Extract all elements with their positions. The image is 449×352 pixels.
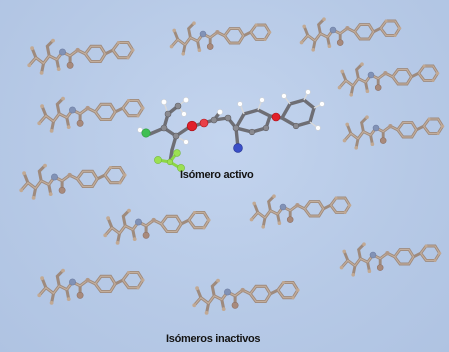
inactive-isomers — [17, 15, 446, 317]
active-isomer — [137, 89, 325, 172]
active-isomer-label: Isómero activo — [180, 169, 254, 181]
inactive-isomers-label: Isómeros inactivos — [166, 333, 261, 345]
